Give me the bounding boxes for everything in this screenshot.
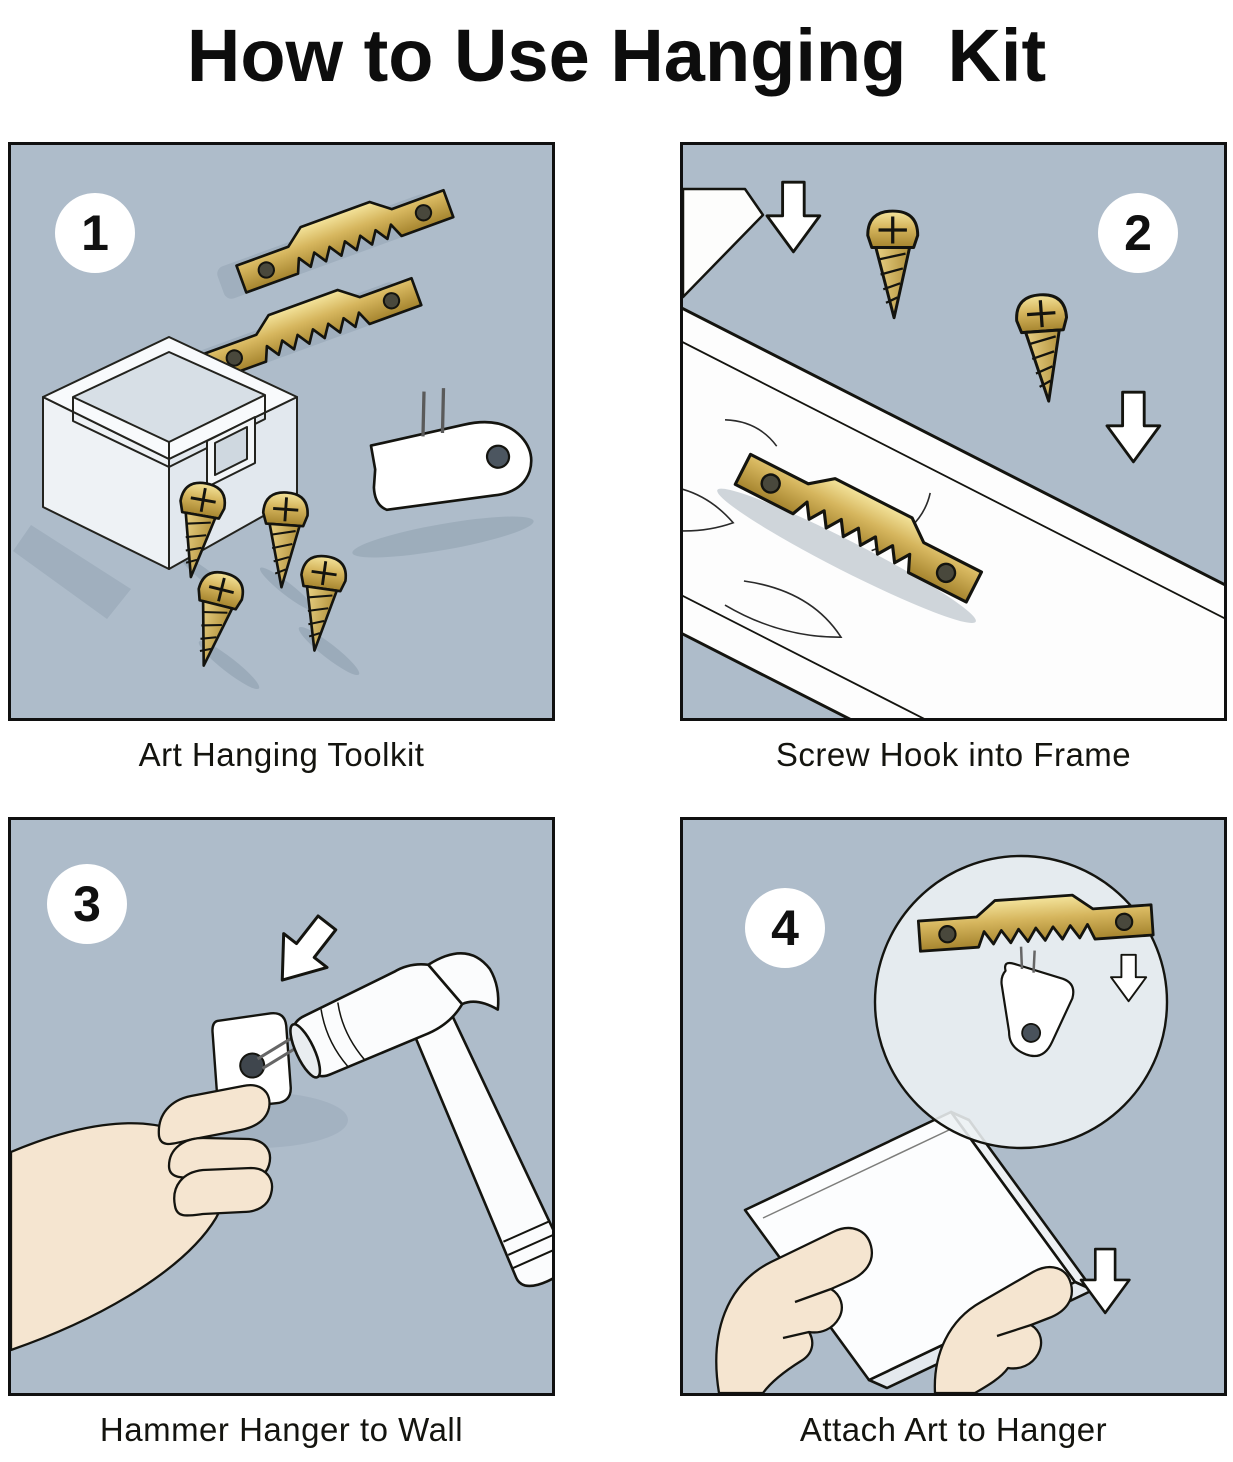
hammer — [289, 952, 552, 1288]
sawtooth-hanger-icon — [230, 175, 455, 294]
step-caption: Attach Art to Hanger — [799, 1411, 1108, 1448]
step-4-panel: 4 — [680, 817, 1227, 1396]
screw-icon — [866, 209, 920, 320]
arrow-down-icon — [1079, 1247, 1131, 1315]
hand — [11, 1084, 274, 1352]
arrow-down-icon — [765, 180, 822, 254]
frame-board — [683, 201, 1224, 718]
arrow-down-icon — [1105, 390, 1162, 464]
step-number-badge: 2 — [1098, 193, 1178, 273]
storage-box — [13, 336, 298, 619]
step-3-panel: 3 — [8, 817, 555, 1396]
step-number-badge: 4 — [745, 888, 825, 968]
step-caption: Hammer Hanger to Wall — [99, 1411, 464, 1448]
step-panel-2: 2 Screw Hook into Frame — [680, 142, 1227, 773]
plastic-hook-icon — [1000, 946, 1075, 1058]
hammer-hanger-illustration — [11, 904, 552, 1352]
screw-into-frame-illustration — [683, 180, 1224, 718]
attach-art-illustration — [715, 854, 1169, 1393]
step-2-panel: 2 — [680, 142, 1227, 721]
wall-hook — [211, 1011, 304, 1110]
arrow-down-icon — [259, 904, 351, 999]
plastic-hook-icon — [356, 373, 539, 518]
step-number-badge: 3 — [47, 864, 127, 944]
screw-icon — [1013, 291, 1074, 405]
step-panel-4: 4 Attach Art to Hanger — [680, 817, 1227, 1448]
step-1-panel: 1 — [8, 142, 555, 721]
steps-grid: 1 Art Hanging Toolkit — [0, 142, 1233, 1448]
toolkit-illustration — [13, 175, 539, 690]
step-caption: Screw Hook into Frame — [775, 736, 1132, 773]
frame-corner — [683, 187, 765, 299]
hanger-shadow — [717, 488, 976, 624]
step-panel-3: 3 Hammer Hanger to Wall — [8, 817, 555, 1448]
step-caption: Art Hanging Toolkit — [138, 736, 425, 773]
page-title: How to Use Hanging Kit — [186, 14, 1047, 97]
step-panel-1: 1 Art Hanging Toolkit — [8, 142, 555, 773]
right-hand — [933, 1266, 1074, 1393]
step-number-badge: 1 — [55, 193, 135, 273]
left-hand — [715, 1226, 874, 1393]
